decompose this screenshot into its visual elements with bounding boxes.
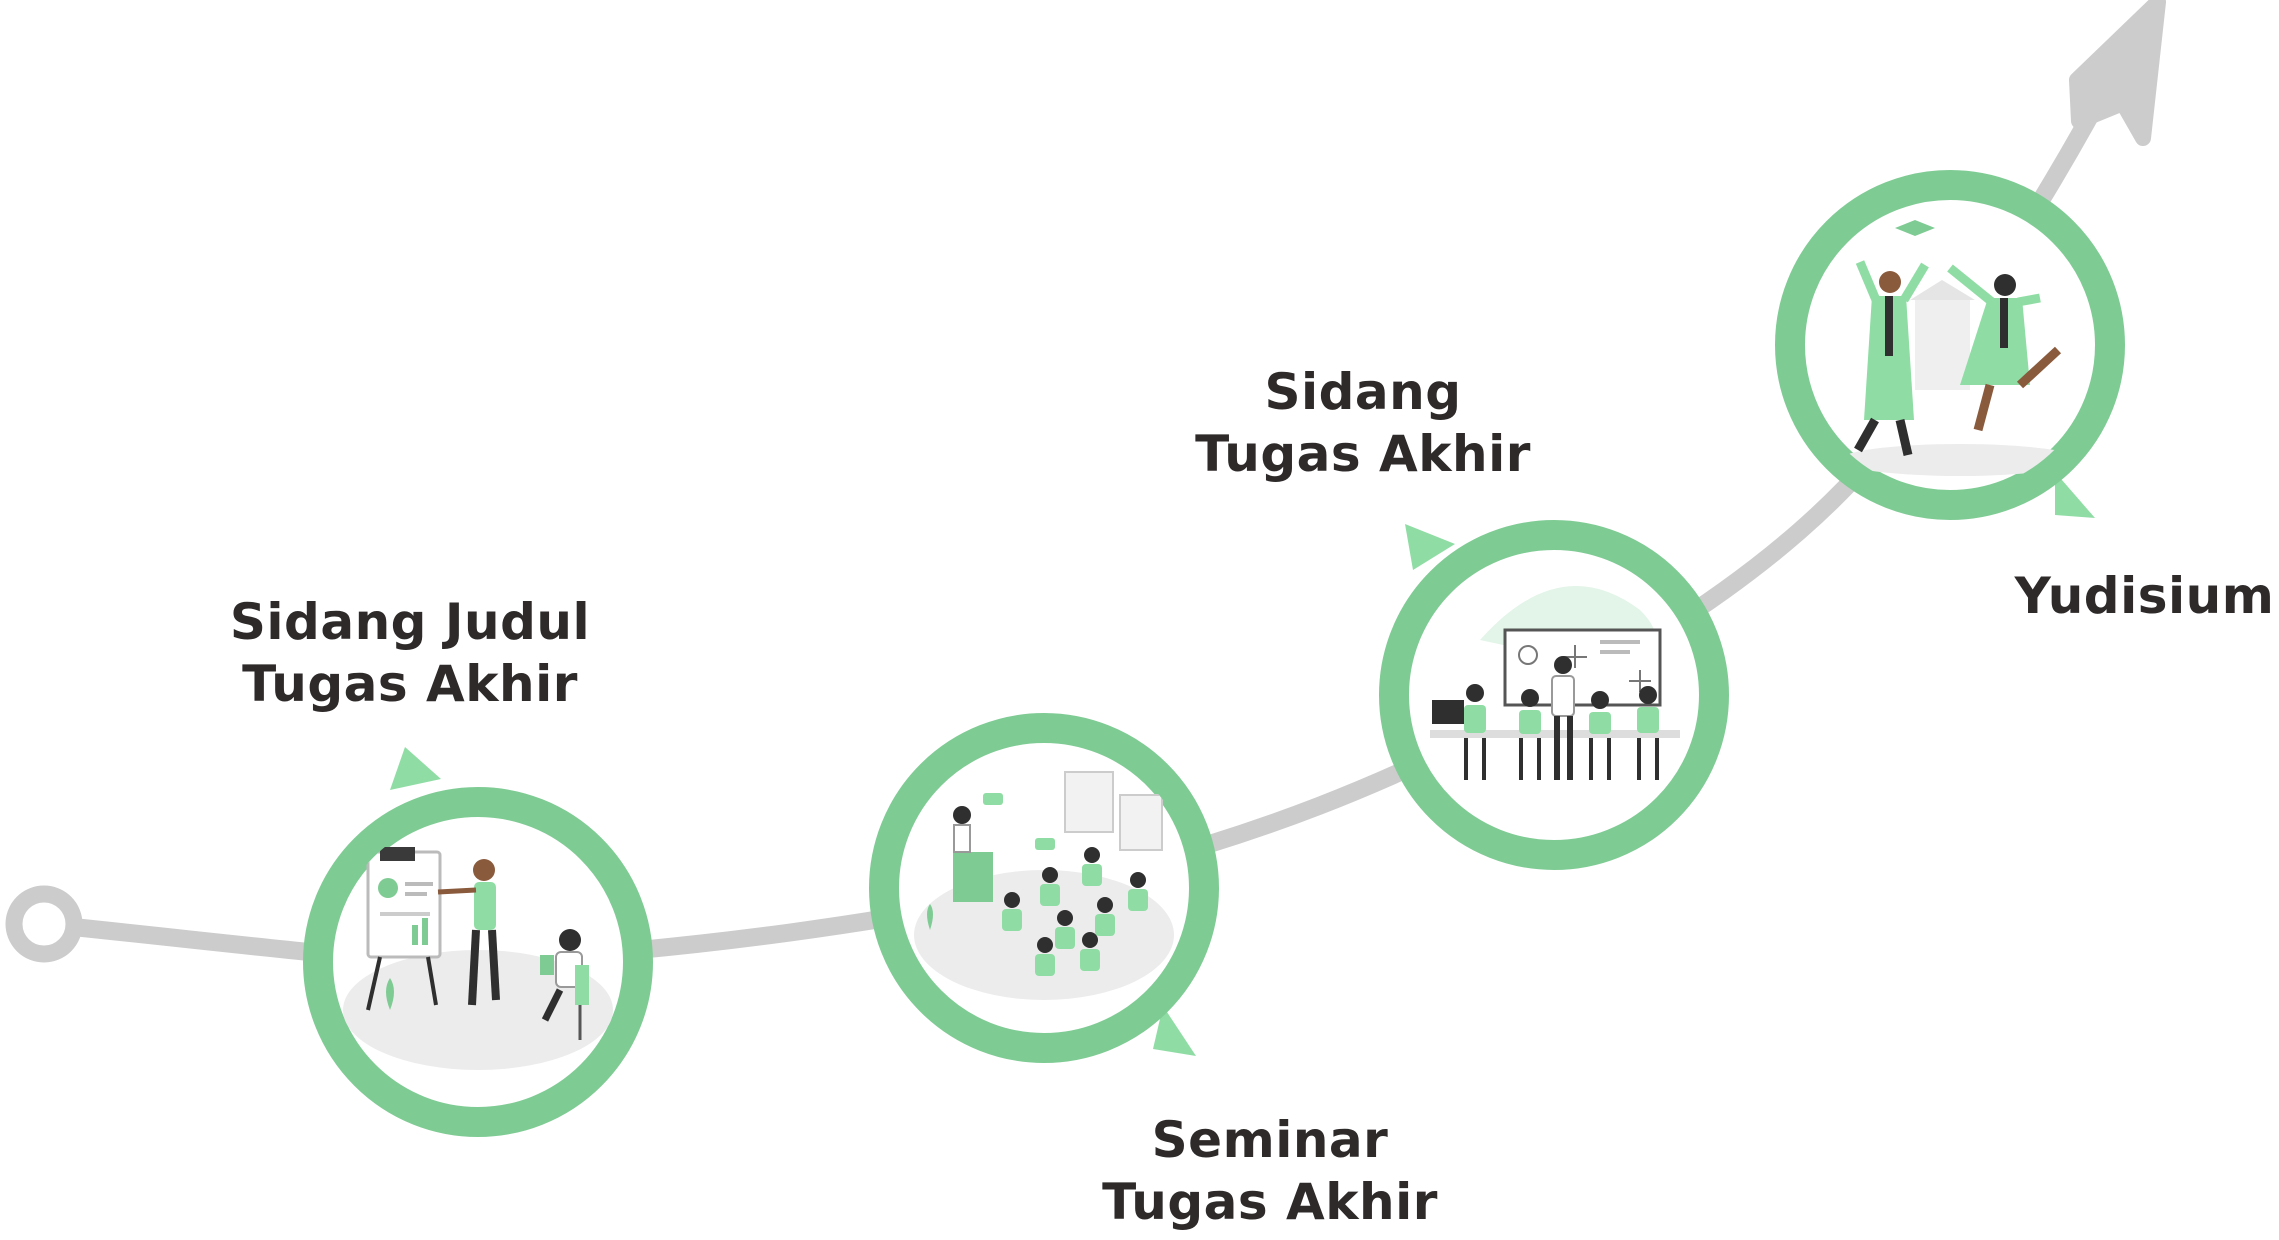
thesis-defense-illustration [1430,586,1680,780]
direction-marker-icon [1153,1006,1196,1056]
step-label-line: Tugas Akhir [242,655,578,713]
seminar-audience-illustration [914,771,1174,1000]
step-node-sidang-tugas-akhir [1379,520,1729,870]
step-label-line: Tugas Akhir [1102,1173,1438,1231]
step-node-sidang-judul [303,787,653,1137]
step-label-line: Tugas Akhir [1195,425,1531,483]
arrow-head-icon [2069,0,2166,146]
step-label-line: Yudisium [2014,567,2275,625]
step-label-line: Sidang Judul [229,593,591,651]
presentation-illustration [343,847,613,1070]
step-label-yudisium: Yudisium [2010,565,2279,627]
step-label-seminar: Seminar Tugas Akhir [1070,1109,1470,1233]
graduation-celebration-illustration [1840,220,2080,476]
step-node-yudisium [1775,170,2125,520]
step-label-sidang-judul: Sidang Judul Tugas Akhir [210,591,610,715]
start-node [5,885,83,963]
step-label-line: Sidang [1264,363,1462,421]
direction-marker-icon [2055,472,2095,518]
step-label-line: Seminar [1151,1111,1389,1169]
step-node-seminar [869,713,1219,1063]
direction-marker-icon [1405,524,1455,570]
step-label-sidang-tugas-akhir: Sidang Tugas Akhir [1163,361,1563,485]
direction-marker-icon [390,747,441,790]
